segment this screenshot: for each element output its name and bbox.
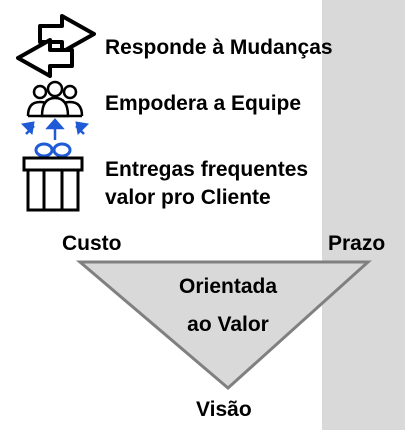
swap-arrows-icon [16,14,96,78]
triangle-shape [75,260,372,390]
feature-label-entregas-2: valor pro Cliente [105,186,271,209]
feature-label-entregas-1: Entregas frequentes [105,158,309,181]
team-empower-icon [20,80,90,140]
triangle-center-line1: Orientada [178,275,278,298]
triangle-label-custo: Custo [62,232,122,255]
triangle-center-line2: ao Valor [187,313,269,336]
triangle-label-visao: Visão [196,398,252,421]
feature-label-responde: Responde à Mudanças [105,36,333,59]
side-panel [322,0,405,430]
triangle-label-prazo: Prazo [328,232,386,255]
feature-label-empodera: Empodera a Equipe [105,92,302,115]
gift-icon [22,142,84,212]
